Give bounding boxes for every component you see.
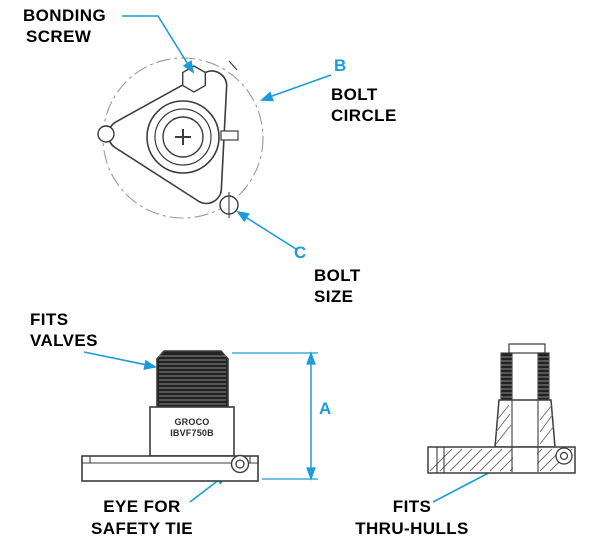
- eye-lug-outer: [230, 454, 250, 474]
- bonding-screw-label-line2: SCREW: [26, 27, 92, 46]
- section-body-hatch: [495, 404, 555, 445]
- section-flange-step: [436, 447, 445, 473]
- bolt-circle-label-line2: CIRCLE: [331, 106, 397, 125]
- dim-arrow-up: [306, 351, 316, 365]
- bolt-circle-leader-arrow: [259, 91, 274, 102]
- bolt-size-letter: C: [294, 243, 307, 262]
- bolt-size-label-line2: SIZE: [314, 287, 354, 306]
- eye-leader-line: [189, 478, 221, 503]
- boss-outer: [146, 100, 220, 174]
- section-flange-bore: [513, 448, 537, 472]
- fits-valves-label-line2: VALVES: [30, 331, 98, 350]
- section-eye-hole: [559, 451, 569, 461]
- dimension-a-letter: A: [319, 399, 332, 418]
- boss-inner: [162, 116, 204, 158]
- eye-lug-hole: [235, 459, 245, 469]
- top-view: [97, 57, 264, 219]
- thru-hulls-label-line1: FITS: [392, 497, 432, 516]
- side-view: [81, 350, 259, 482]
- bolt-size-leader-line: [246, 217, 297, 250]
- bonding-screw-label-line1: BONDING: [23, 6, 107, 25]
- bolt-circle-label-line1: BOLT: [331, 85, 378, 104]
- boss-mid: [154, 108, 212, 166]
- dimension-a: [232, 351, 318, 481]
- thru-hulls-label-line2: THRU-HULLS: [355, 519, 469, 538]
- bonding-leader-arrow: [182, 60, 195, 74]
- side-flange-step: [82, 456, 258, 464]
- fits-valves-leader-arrow: [143, 359, 158, 370]
- center-cross: [175, 129, 191, 145]
- bolt-size-leader-arrow: [236, 210, 250, 223]
- bolt-hole-left: [97, 125, 115, 143]
- flange-outline: [107, 70, 228, 205]
- section-thread-ridges: [501, 356, 549, 398]
- section-view: [427, 343, 576, 474]
- section-eye-outer: [555, 447, 573, 465]
- dim-arrow-down: [306, 467, 316, 481]
- bonding-leader-line: [122, 15, 190, 67]
- side-threads: [156, 350, 229, 408]
- fits-valves-label-line1: FITS: [30, 310, 69, 329]
- corner-notch: [228, 60, 238, 71]
- product-brand: GROCO: [174, 417, 210, 427]
- bolt-size-label-line1: BOLT: [314, 266, 361, 285]
- product-model: IBVF750B: [170, 428, 214, 438]
- bonding-screw-hex: [182, 65, 206, 93]
- fits-valves-leader-line: [83, 351, 148, 366]
- side-flange: [81, 455, 259, 482]
- eye-label-line1: EYE FOR: [103, 497, 181, 516]
- bolt-circle-leader-line: [271, 74, 332, 97]
- bolt-circle-letter: B: [334, 56, 347, 75]
- side-thread-ridges: [159, 355, 226, 405]
- section-top-cap: [508, 343, 546, 354]
- boss-tab: [220, 130, 239, 141]
- eye-label-line2: SAFETY TIE: [91, 519, 193, 538]
